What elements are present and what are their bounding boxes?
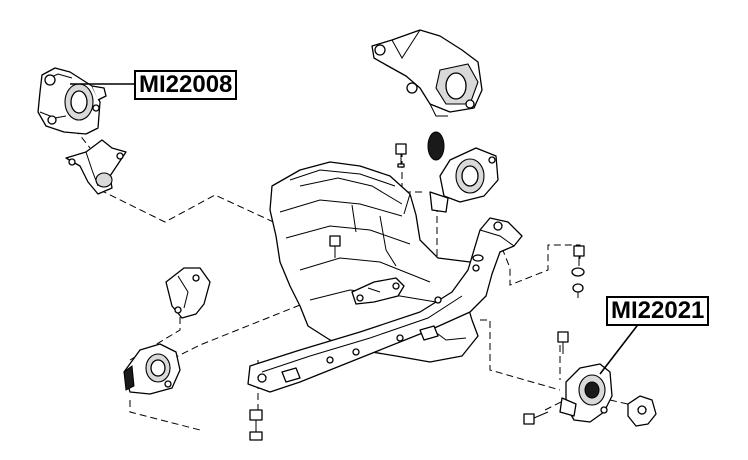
part-number-label-front-mount: MI22008 (134, 70, 238, 100)
rear-mount-bracket (627, 395, 657, 427)
bolt-lower-center (249, 409, 263, 441)
right-engine-mount (429, 147, 499, 213)
washer-top (427, 131, 445, 161)
part-number-label-rear-mount: MI22021 (606, 296, 710, 326)
bolt-rear-side (523, 411, 549, 425)
front-crossmember (247, 217, 523, 393)
bolt-rear-top (557, 331, 569, 354)
bolt-engine-left (329, 235, 341, 258)
leader-rear-mount (599, 321, 641, 375)
engine-center-bracket (351, 277, 405, 305)
front-engine-mount (37, 67, 107, 135)
bolt-right-upper (571, 245, 585, 298)
bolt-top-center (395, 143, 407, 168)
left-mount-bracket (165, 267, 211, 319)
upper-transmission-mount (371, 29, 483, 117)
front-mount-bracket (65, 139, 127, 195)
rear-engine-mount (559, 363, 613, 423)
left-engine-mount (123, 343, 181, 395)
